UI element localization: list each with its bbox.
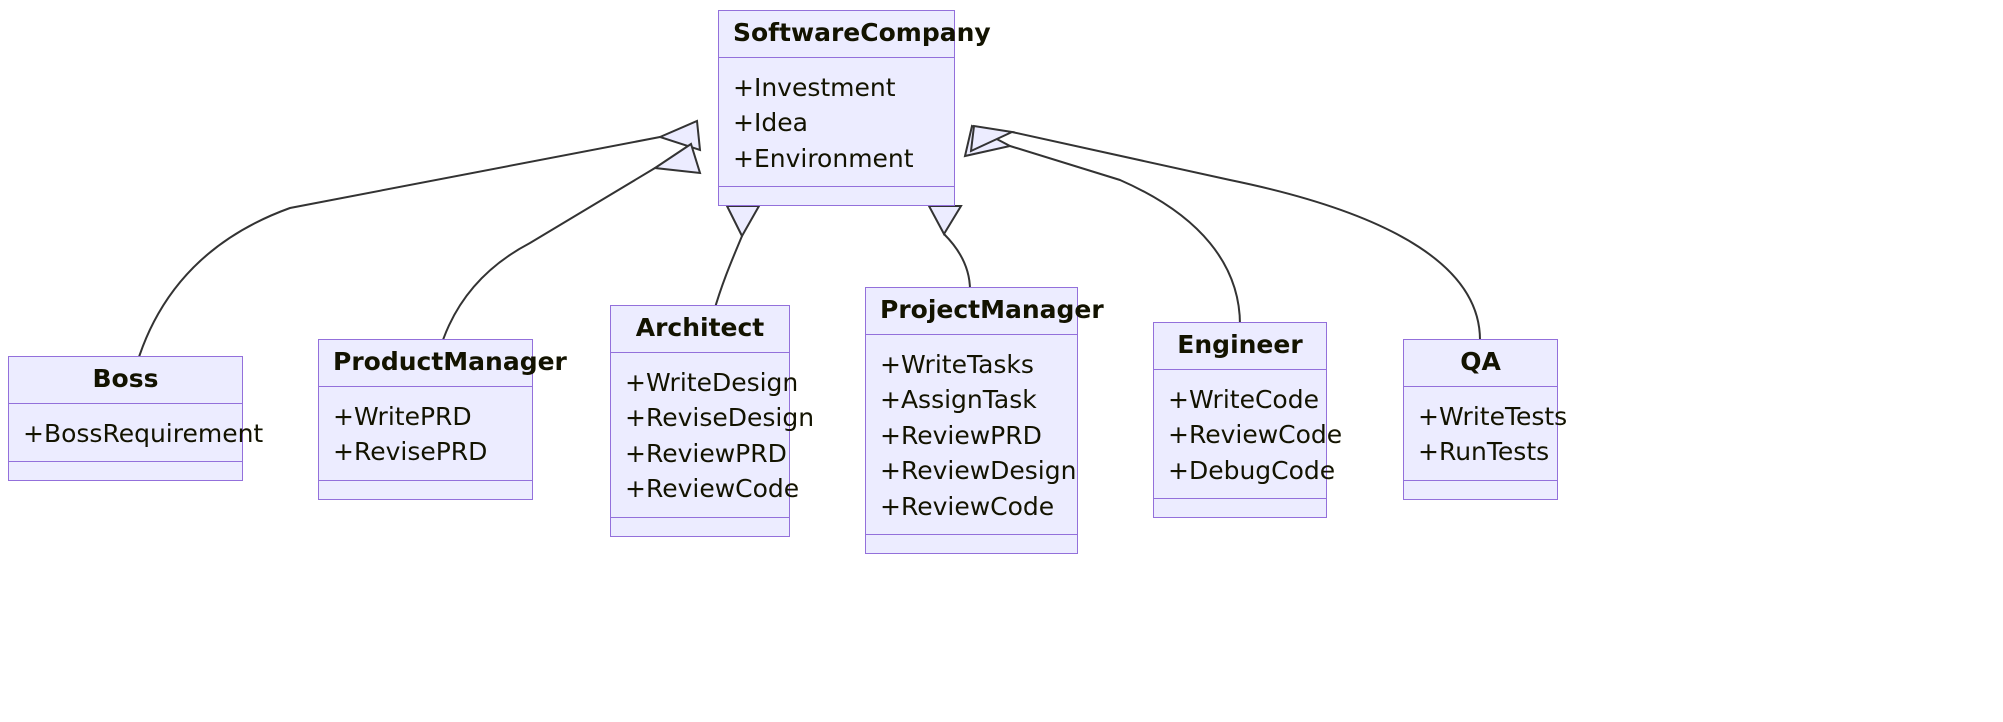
attribute-row: +ReviseDesign xyxy=(625,403,815,433)
attribute-row: +RevisePRD xyxy=(333,437,488,467)
edge-projectmanager-to-softwarecompany xyxy=(927,205,971,291)
class-box-boss[interactable]: Boss +BossRequirement xyxy=(8,356,264,482)
attribute-row: +WritePRD xyxy=(333,401,472,431)
class-attributes: +BossRequirement xyxy=(9,404,264,463)
attribute-row: +DebugCode xyxy=(1168,455,1336,485)
attribute-row: +WriteCode xyxy=(1168,384,1319,414)
attribute-row: +RunTests xyxy=(1418,437,1550,467)
attribute-row: +Idea xyxy=(733,108,808,138)
class-methods xyxy=(319,481,532,499)
attribute-row: +ReviewCode xyxy=(625,474,800,504)
attribute-row: +WriteTasks xyxy=(880,349,1034,379)
class-title: Architect xyxy=(611,306,789,353)
class-box-project-manager[interactable]: ProjectManager +WriteTasks +AssignTask +… xyxy=(865,287,1104,555)
class-box-architect[interactable]: Architect +WriteDesign +ReviseDesign +Re… xyxy=(610,305,815,537)
attribute-row: +ReviewPRD xyxy=(880,420,1042,450)
attribute-row: +BossRequirement xyxy=(23,418,264,448)
attribute-row: +ReviewCode xyxy=(880,491,1055,521)
class-methods xyxy=(1154,499,1326,517)
class-box-qa[interactable]: QA +WriteTests +RunTests xyxy=(1403,339,1568,500)
attribute-row: +Environment xyxy=(733,143,914,173)
attribute-row: +ReviewPRD xyxy=(625,438,787,468)
attribute-row: +WriteDesign xyxy=(625,367,799,397)
attribute-row: +Investment xyxy=(733,72,896,102)
class-attributes: +WriteTests +RunTests xyxy=(1404,387,1568,481)
class-title: Boss xyxy=(9,357,242,404)
attribute-row: +ReviewCode xyxy=(1168,420,1343,450)
class-methods xyxy=(9,462,242,480)
class-attributes: +Investment +Idea +Environment xyxy=(719,58,954,188)
class-attributes: +WriteCode +ReviewCode +DebugCode xyxy=(1154,370,1343,500)
class-methods xyxy=(866,535,1077,553)
class-title: ProductManager xyxy=(319,340,567,387)
class-attributes: +WriteTasks +AssignTask +ReviewPRD +Revi… xyxy=(866,335,1077,536)
class-title: ProjectManager xyxy=(866,288,1104,335)
class-methods xyxy=(1404,481,1557,499)
class-methods xyxy=(611,518,789,536)
class-title: Engineer xyxy=(1154,323,1326,370)
class-box-software-company[interactable]: SoftwareCompany +Investment +Idea +Envir… xyxy=(718,10,991,207)
class-box-product-manager[interactable]: ProductManager +WritePRD +RevisePRD xyxy=(318,339,567,500)
attribute-row: +WriteTests xyxy=(1418,401,1568,431)
class-attributes: +WritePRD +RevisePRD xyxy=(319,387,532,481)
class-title: SoftwareCompany xyxy=(719,11,991,58)
class-attributes: +WriteDesign +ReviseDesign +ReviewPRD +R… xyxy=(611,353,815,518)
class-title: QA xyxy=(1404,340,1557,387)
class-box-engineer[interactable]: Engineer +WriteCode +ReviewCode +DebugCo… xyxy=(1153,322,1343,519)
attribute-row: +AssignTask xyxy=(880,385,1037,415)
class-methods xyxy=(719,187,954,205)
attribute-row: +ReviewDesign xyxy=(880,456,1077,486)
